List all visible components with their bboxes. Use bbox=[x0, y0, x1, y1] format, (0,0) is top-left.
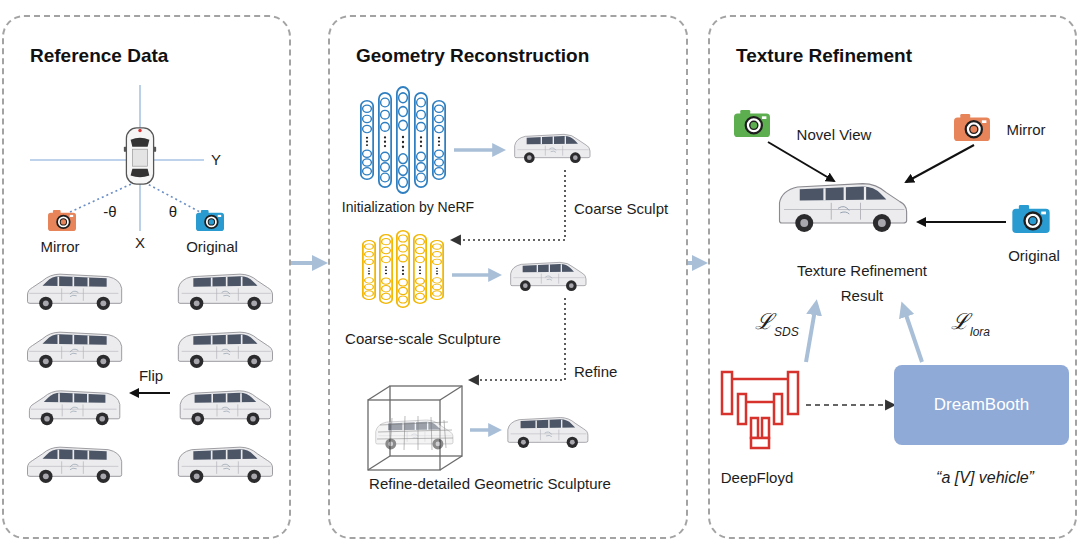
stage-panel: Geometry Reconstruction bbox=[328, 15, 688, 539]
camera-label: Original bbox=[1008, 247, 1060, 265]
camera-label: Original bbox=[186, 238, 238, 256]
axis-label: Y bbox=[211, 151, 221, 169]
camera-label: Novel View bbox=[797, 126, 872, 144]
angle-label: θ bbox=[169, 203, 177, 221]
flow-arrow bbox=[688, 261, 694, 265]
angle-label: -θ bbox=[103, 203, 116, 221]
model-name: DreamBooth bbox=[934, 395, 1029, 415]
result-label: Texture Refinement Result bbox=[777, 258, 947, 308]
stage-label: Refine-detailed Geometric Sculpture bbox=[369, 475, 611, 493]
camera-label: Mirror bbox=[40, 238, 79, 256]
panel-heading: Reference Data bbox=[30, 45, 289, 67]
flip-label: Flip bbox=[139, 367, 163, 385]
model-label: DeepFloyd bbox=[721, 469, 794, 487]
model-box: DreamBooth bbox=[894, 365, 1069, 445]
axis-label: X bbox=[135, 234, 145, 252]
step-label: Refine bbox=[574, 363, 617, 381]
panel-heading: Geometry Reconstruction bbox=[356, 45, 686, 67]
stage-panel: Reference Data bbox=[2, 15, 291, 539]
panel-heading: Texture Refinement bbox=[736, 45, 1075, 67]
stage-label: Initialization by NeRF bbox=[342, 199, 474, 216]
camera-label: Mirror bbox=[1006, 121, 1045, 139]
loss-subscript: SDS bbox=[774, 325, 799, 339]
loss-symbol: ℒ bbox=[951, 309, 969, 335]
flow-arrow bbox=[291, 261, 314, 265]
step-label: Coarse Sculpt bbox=[574, 200, 668, 218]
prompt-label: “a [V] vehicle” bbox=[936, 468, 1034, 487]
stage-label: Coarse-scale Sculpture bbox=[345, 330, 501, 348]
loss-symbol: ℒ bbox=[755, 309, 773, 335]
loss-subscript: lora bbox=[970, 325, 990, 339]
